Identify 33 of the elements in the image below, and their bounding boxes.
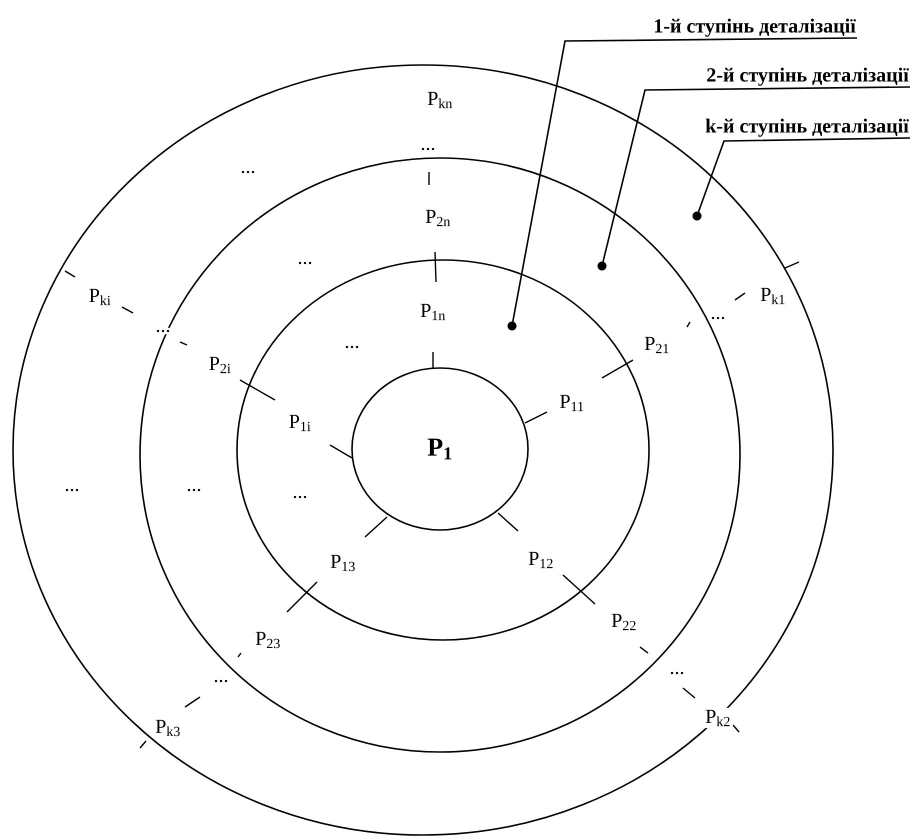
level-caption: 2-й ступінь деталізації [707, 68, 909, 86]
element-label: ... [668, 670, 686, 676]
element-label: ... [342, 344, 362, 350]
element-label: P$_{1n}$ [418, 302, 448, 322]
element-label: ... [290, 494, 310, 500]
element-label: P$_{22}$ [609, 612, 639, 632]
element-label: P$_{23}$ [253, 630, 283, 650]
element-label: P$_{12}$ [526, 550, 556, 570]
element-label: P$_{11}$ [557, 392, 587, 414]
element-label: P$_{1i}$ [286, 412, 314, 434]
level-caption: 1-й ступінь деталізації [654, 18, 856, 37]
leader-line [508, 37, 858, 330]
level-circle [139, 157, 741, 753]
element-label: P$_{2n}$ [423, 208, 453, 228]
element-label: P$_{k3}$ [153, 718, 183, 738]
element-label: ... [238, 168, 258, 176]
leader-line [692, 137, 910, 220]
element-label: P$_{ki}$ [86, 286, 114, 308]
element-label: ... [296, 260, 314, 266]
element-label: ... [212, 678, 230, 684]
element-label: P$_{13}$ [328, 552, 358, 574]
leader-line [598, 86, 910, 270]
element-label: ... [708, 314, 728, 322]
element-label: P$_{kn}$ [425, 90, 455, 110]
element-label: P$_{k1}$ [758, 286, 788, 306]
element-label: ... [154, 328, 172, 334]
element-label: P$_{21}$ [642, 334, 672, 356]
element-label: P$_{2i}$ [206, 354, 234, 376]
element-label: ... [418, 146, 438, 152]
level-caption: k-й ступінь деталізації [706, 118, 909, 137]
element-label: ... [184, 486, 204, 494]
element-label: ... [62, 486, 82, 494]
element-label: P$_{k2}$ [703, 708, 733, 728]
